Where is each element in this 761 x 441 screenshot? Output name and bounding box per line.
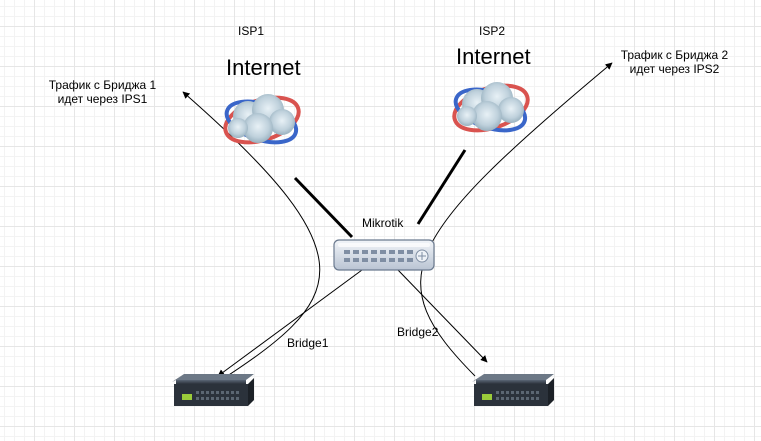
note-bridge2: Трафик с Бриджа 2 идет через IPS2	[612, 48, 737, 76]
internet-cloud-icon	[223, 94, 301, 145]
note-bridge1: Трафик с Бриджа 1 идет через IPS1	[40, 78, 165, 106]
link-router-bridge2	[397, 269, 488, 363]
isp2-label: ISP2	[479, 24, 506, 38]
router-icon	[333, 239, 435, 271]
note-bridge1-line1: Трафик с Бриджа 1	[48, 78, 157, 92]
note-bridge2-line2: идет через IPS2	[629, 62, 720, 76]
switch-icon	[472, 374, 554, 406]
note-bridge1-line2: идет через IPS1	[57, 92, 148, 106]
router-label: Mikrotik	[362, 216, 404, 230]
link-router-isp1	[293, 176, 354, 239]
isp1-internet-title: Internet	[226, 55, 301, 80]
link-router-isp2	[416, 149, 467, 225]
link-router-bridge1	[217, 269, 363, 377]
isp2-internet-title: Internet	[456, 44, 531, 69]
note-bridge2-line1: Трафик с Бриджа 2	[620, 48, 729, 62]
bridge2-label: Bridge2	[397, 325, 439, 339]
isp1-label: ISP1	[238, 24, 265, 38]
switch-icon	[172, 374, 254, 406]
internet-cloud-icon	[452, 82, 530, 133]
traffic-path-bridge1	[182, 91, 321, 385]
bridge1-label: Bridge1	[287, 336, 329, 350]
